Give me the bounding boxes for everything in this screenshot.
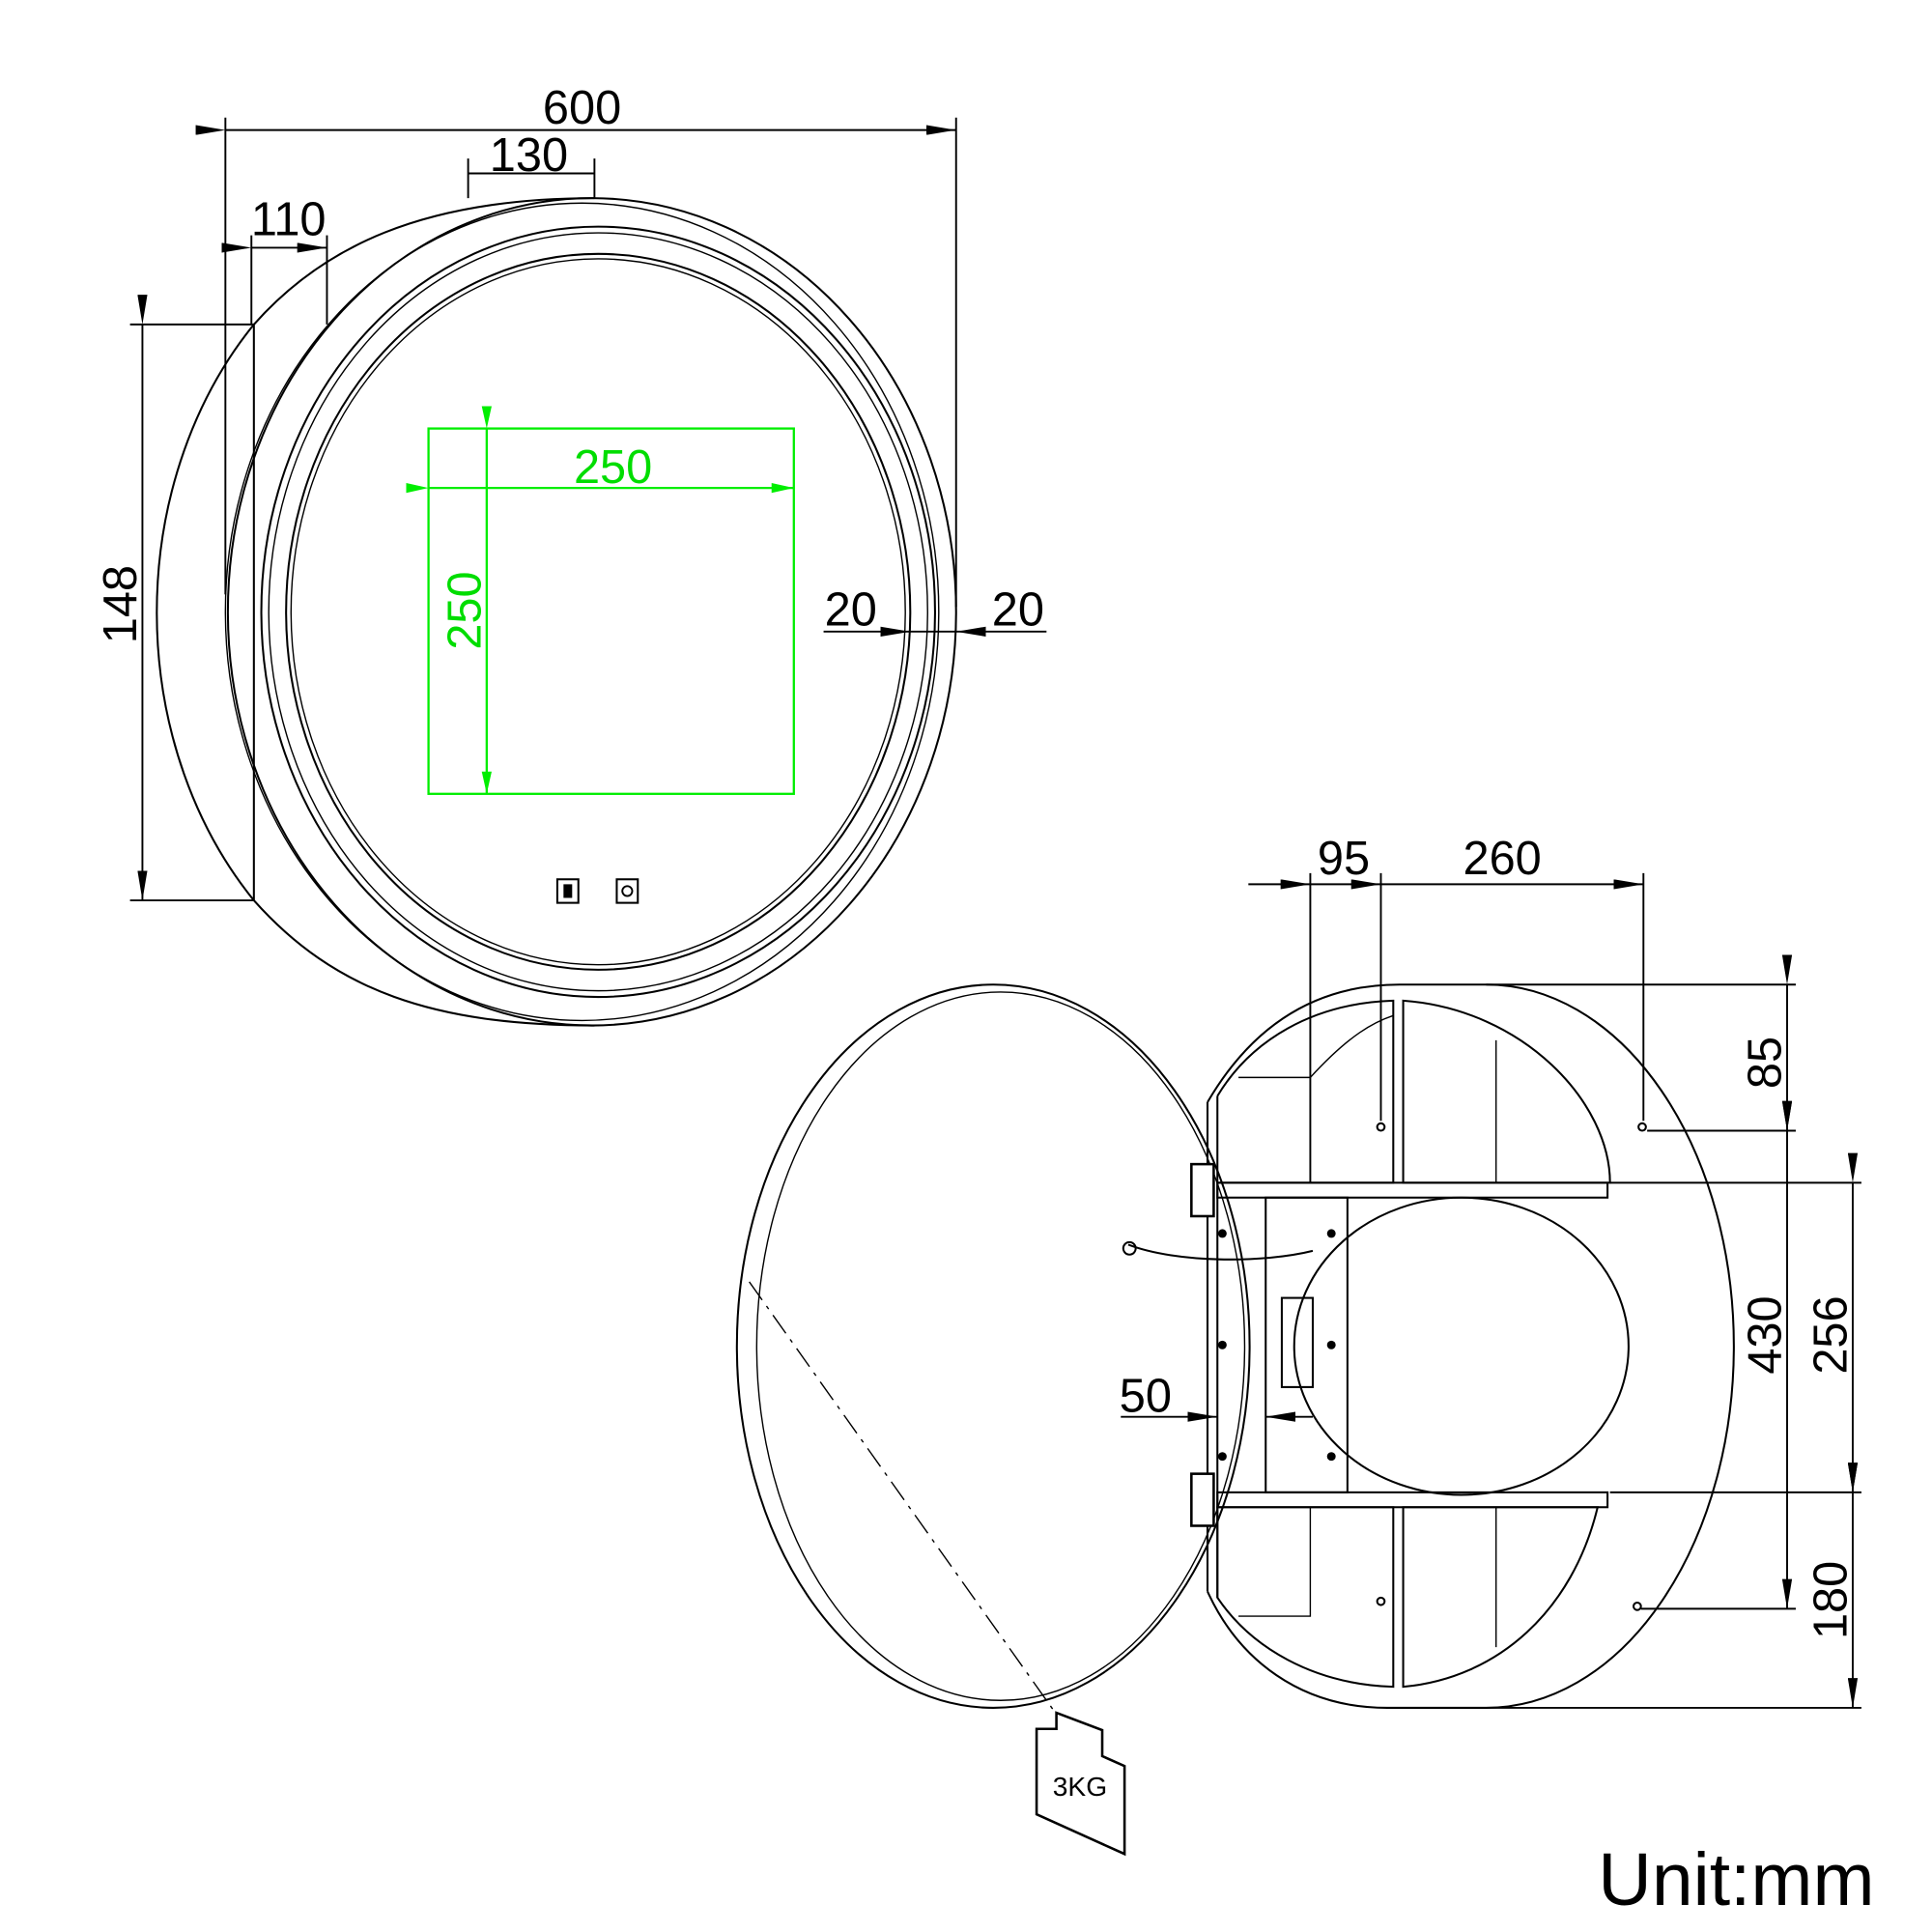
dim-110: 110 (251, 194, 327, 246)
dim-95: 95 (1318, 833, 1370, 885)
dim-50: 50 (1120, 1371, 1172, 1423)
bottom-shelf (1216, 1491, 1609, 1509)
socket-panel (1264, 1196, 1349, 1493)
mount-hole-icon (1376, 1122, 1386, 1132)
dim-width-600: 600 (543, 82, 621, 134)
open-door (735, 983, 1251, 1709)
door-handle (1127, 1243, 1314, 1261)
dim-148: 148 (95, 565, 147, 643)
power-socket-icon (1280, 1296, 1314, 1388)
defogger-area (427, 427, 795, 795)
unit-label: Unit:mm (1598, 1838, 1874, 1921)
top-shelf (1216, 1181, 1609, 1199)
touch-switch-defog-icon (555, 878, 580, 904)
weight-tag: 3KG (1035, 1711, 1126, 1857)
dim-20-right: 20 (992, 583, 1044, 636)
dim-260: 260 (1463, 833, 1541, 885)
weight-label: 3KG (1053, 1771, 1107, 1802)
open-view: 95 260 85 430 256 180 50 3KG (735, 833, 1861, 1857)
dim-256: 256 (1805, 1295, 1858, 1374)
led-ring-inner (285, 252, 912, 971)
cabinet-body-outline (156, 197, 595, 1027)
dim-430: 430 (1740, 1295, 1792, 1374)
dim-130: 130 (490, 129, 568, 182)
dim-250-width: 250 (574, 441, 652, 494)
hinge-bottom (1190, 1472, 1215, 1527)
hinge-top (1190, 1162, 1215, 1218)
dim-85: 85 (1740, 1037, 1792, 1089)
dim-250-height: 250 (439, 571, 491, 649)
front-view: 600 130 110 148 250 250 20 20 (95, 82, 1047, 1027)
cabinet-outer (1207, 983, 1735, 1709)
dim-20-left: 20 (825, 583, 877, 636)
mirror-outer-rim (226, 197, 957, 1027)
touch-switch-power-icon (615, 878, 639, 904)
dim-180: 180 (1805, 1561, 1858, 1639)
led-ring-outer (260, 225, 936, 999)
